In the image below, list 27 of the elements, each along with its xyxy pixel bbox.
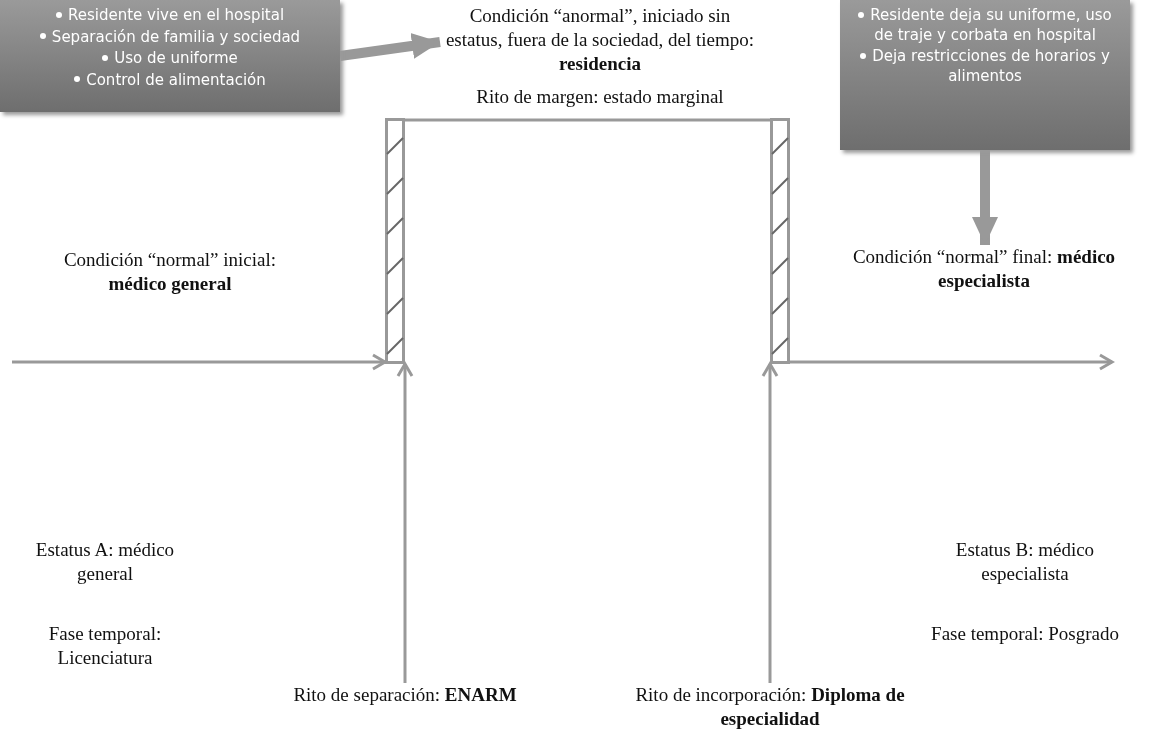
node-text: Condición “normal” final: médico especialista [851,245,1117,293]
bullet-item: Deja restricciones de horarios y alimentos [872,47,1110,85]
bullet-item: Separación de familia y sociedad [51,27,301,46]
text-label: Estatus B: médico especialista [954,538,1096,586]
bullet-item: Residente vive en el hospital [67,6,285,24]
block-arrow [972,150,998,245]
node-text: Rito de margen: estado marginal [475,85,725,109]
hatched-bar [385,118,405,364]
text-label: Estatus A: médico general [34,538,176,586]
bullet-item: Residente deja su uniforme, uso de traje y corbata en hospital [870,6,1112,44]
arrow [790,353,1114,371]
arrow [761,362,779,683]
bullet-item: Control de alimentación [86,70,266,89]
text-label: Condición “normal” inicial: médico general [62,248,278,296]
bullet-item: Uso de uniforme [114,49,238,67]
info-box [0,0,340,112]
text-label: Fase temporal: Posgrado [930,622,1120,646]
hatched-bar [770,118,790,364]
block-arrow [339,33,441,61]
arrow [396,362,414,683]
arrow [12,353,387,371]
info-box [840,0,1130,150]
node-text: Rito de separación: ENARM [292,683,518,707]
node-text: Rito de incorporación: Diploma de especialidad [634,683,906,731]
connector-line [405,118,770,122]
text-label: Fase temporal: Licenciatura [47,622,163,670]
node-text: Condición “anormal”, iniciado sin estatus, fuera de la sociedad, del tiempo: residencia [444,4,756,76]
